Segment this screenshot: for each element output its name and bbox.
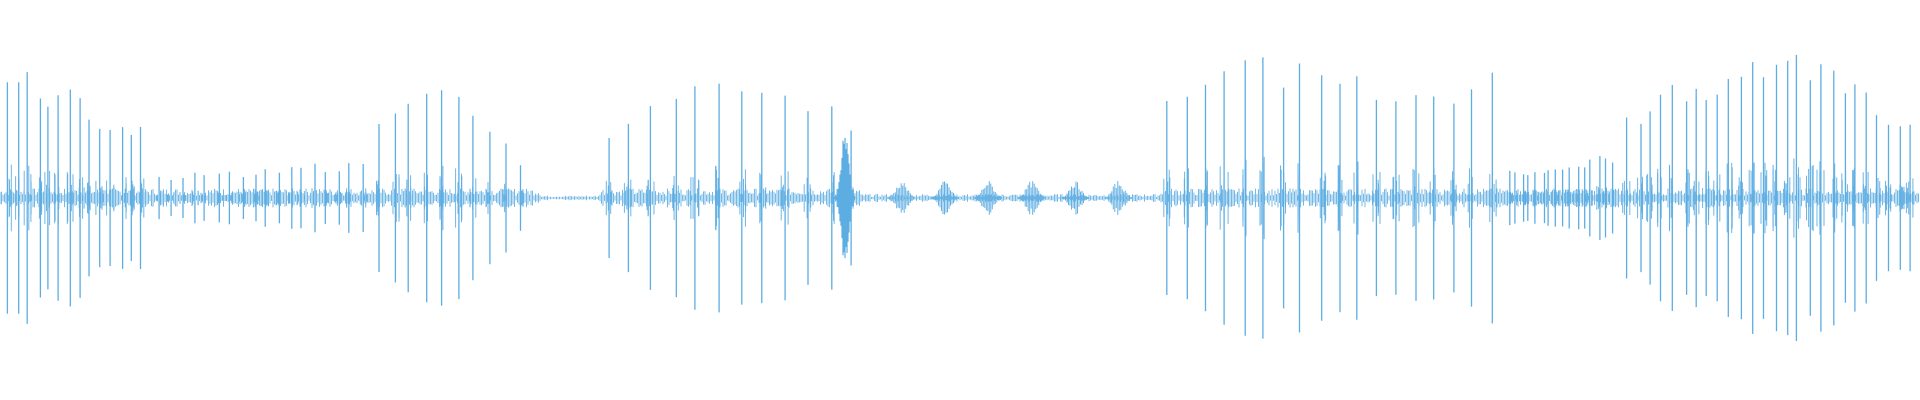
waveform-bars: [0, 55, 1919, 341]
